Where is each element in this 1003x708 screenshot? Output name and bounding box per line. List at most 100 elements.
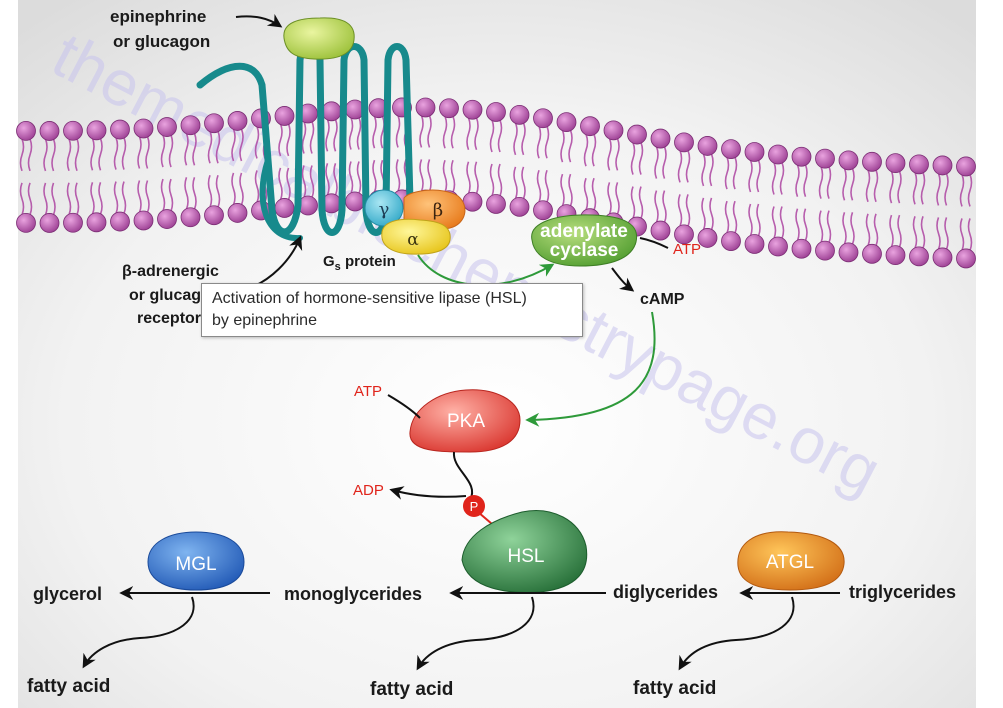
- lipid-tail: [521, 122, 526, 156]
- lipid-tail: [920, 172, 926, 205]
- lipid-tail: [748, 159, 753, 193]
- lipid-tail: [818, 166, 824, 199]
- mgl-label: MGL: [175, 554, 216, 575]
- lipid-head-lower: [956, 248, 976, 269]
- adenylate-label-line1: adenylate: [540, 221, 628, 242]
- lipid-tail: [239, 172, 244, 206]
- lipid-tail: [677, 150, 683, 183]
- lipid-tail: [27, 182, 33, 216]
- lipid-head-upper: [274, 106, 295, 126]
- lipid-head-upper: [462, 99, 483, 120]
- membrane-lipid-tails: [19, 115, 973, 251]
- lipid-head-lower: [110, 211, 130, 232]
- lipid-tail: [333, 163, 338, 196]
- atp-pka-line: [387, 394, 421, 419]
- lipid-tail: [121, 181, 127, 214]
- lipid-tail: [278, 123, 283, 157]
- lipid-tail: [842, 168, 847, 201]
- lipid-tail: [168, 134, 174, 168]
- lipid-tail: [912, 216, 918, 249]
- lipid-head-upper: [815, 148, 835, 169]
- lipid-tail: [51, 138, 56, 172]
- lipid-head-upper: [321, 101, 342, 122]
- lipid-tail: [748, 203, 753, 237]
- lipid-tail: [489, 163, 495, 197]
- lipid-tail: [685, 150, 691, 183]
- lipid-tail: [513, 166, 518, 200]
- lipid-tail: [615, 138, 620, 171]
- lipid-tail: [215, 130, 221, 164]
- lipid-head-upper: [509, 104, 530, 125]
- lipid-tail: [419, 115, 424, 148]
- lipid-tail: [19, 138, 25, 172]
- lipid-tail: [442, 115, 448, 149]
- lipid-tail: [442, 159, 448, 193]
- lipid-tail: [309, 165, 315, 198]
- fatty-acid-label-3: fatty acid: [633, 678, 716, 699]
- lipid-tail: [113, 137, 119, 170]
- lipid-tail: [98, 182, 103, 215]
- lipid-head-upper: [39, 121, 60, 141]
- atp-ac-line: [639, 237, 669, 249]
- lipid-tail: [395, 159, 401, 192]
- lipid-tail: [803, 208, 808, 241]
- lipid-tail: [231, 128, 236, 162]
- lipid-tail: [419, 159, 424, 192]
- lipid-tail: [756, 203, 761, 237]
- glycerol-label: glycerol: [33, 584, 102, 604]
- lipid-head-lower: [509, 196, 530, 217]
- lipid-tail: [450, 115, 456, 149]
- lipid-tail: [27, 138, 33, 172]
- lipid-tail: [685, 194, 691, 227]
- lipid-head-upper: [862, 151, 882, 172]
- lipid-tail: [568, 173, 573, 207]
- lipid-tail: [301, 121, 307, 154]
- lipid-tail: [113, 181, 119, 214]
- lipid-head-lower: [345, 191, 365, 212]
- lipid-tail: [889, 214, 894, 248]
- lipid-tail: [536, 169, 542, 203]
- lipid-tail: [701, 153, 706, 187]
- fatty-acid-arrow-1: [82, 596, 195, 669]
- lipid-tail: [348, 117, 354, 150]
- lipid-tail: [803, 164, 808, 197]
- lipid-head-upper: [415, 97, 436, 118]
- lipid-tail: [873, 169, 879, 203]
- pka-blob: [409, 389, 521, 453]
- lipid-tail: [98, 138, 103, 171]
- lipid-tail: [66, 138, 72, 172]
- lipid-head-lower: [86, 212, 107, 233]
- lipid-tail: [560, 129, 565, 163]
- lipid-tail: [19, 182, 25, 216]
- alpha-subunit: [381, 218, 451, 255]
- lipid-tail: [865, 213, 871, 247]
- lipid-tail: [427, 159, 432, 192]
- lipid-tail: [356, 117, 362, 150]
- lipid-tail: [912, 172, 918, 205]
- lipid-tail: [90, 182, 95, 215]
- lipid-tail: [615, 182, 620, 215]
- lipid-head-upper: [674, 132, 694, 153]
- lipid-head-upper: [180, 115, 201, 136]
- lipid-tail: [654, 146, 659, 179]
- lipid-tail: [756, 159, 761, 193]
- lipid-tail: [560, 173, 565, 207]
- lipid-head-lower: [791, 238, 812, 259]
- caption-tooltip: Activation of hormone-sensitive lipase (…: [201, 283, 583, 337]
- lipid-tail: [630, 186, 636, 219]
- lipid-tail: [168, 178, 174, 212]
- lipid-head-upper: [721, 139, 741, 160]
- lipid-head-upper: [697, 136, 718, 156]
- lipid-tail: [184, 177, 189, 210]
- lipid-tail: [333, 119, 338, 152]
- lipid-tail: [638, 186, 644, 219]
- lipid-tail: [889, 170, 894, 204]
- lipid-tail: [254, 170, 260, 203]
- lipid-tail: [450, 159, 456, 193]
- lipid-tail: [544, 125, 550, 159]
- tooltip-line1: Activation of hormone-sensitive lipase (…: [212, 290, 527, 307]
- lipid-head-lower: [63, 212, 83, 233]
- lipid-tail: [662, 146, 667, 179]
- lipid-tail: [215, 174, 221, 208]
- lipid-head-upper: [838, 150, 859, 171]
